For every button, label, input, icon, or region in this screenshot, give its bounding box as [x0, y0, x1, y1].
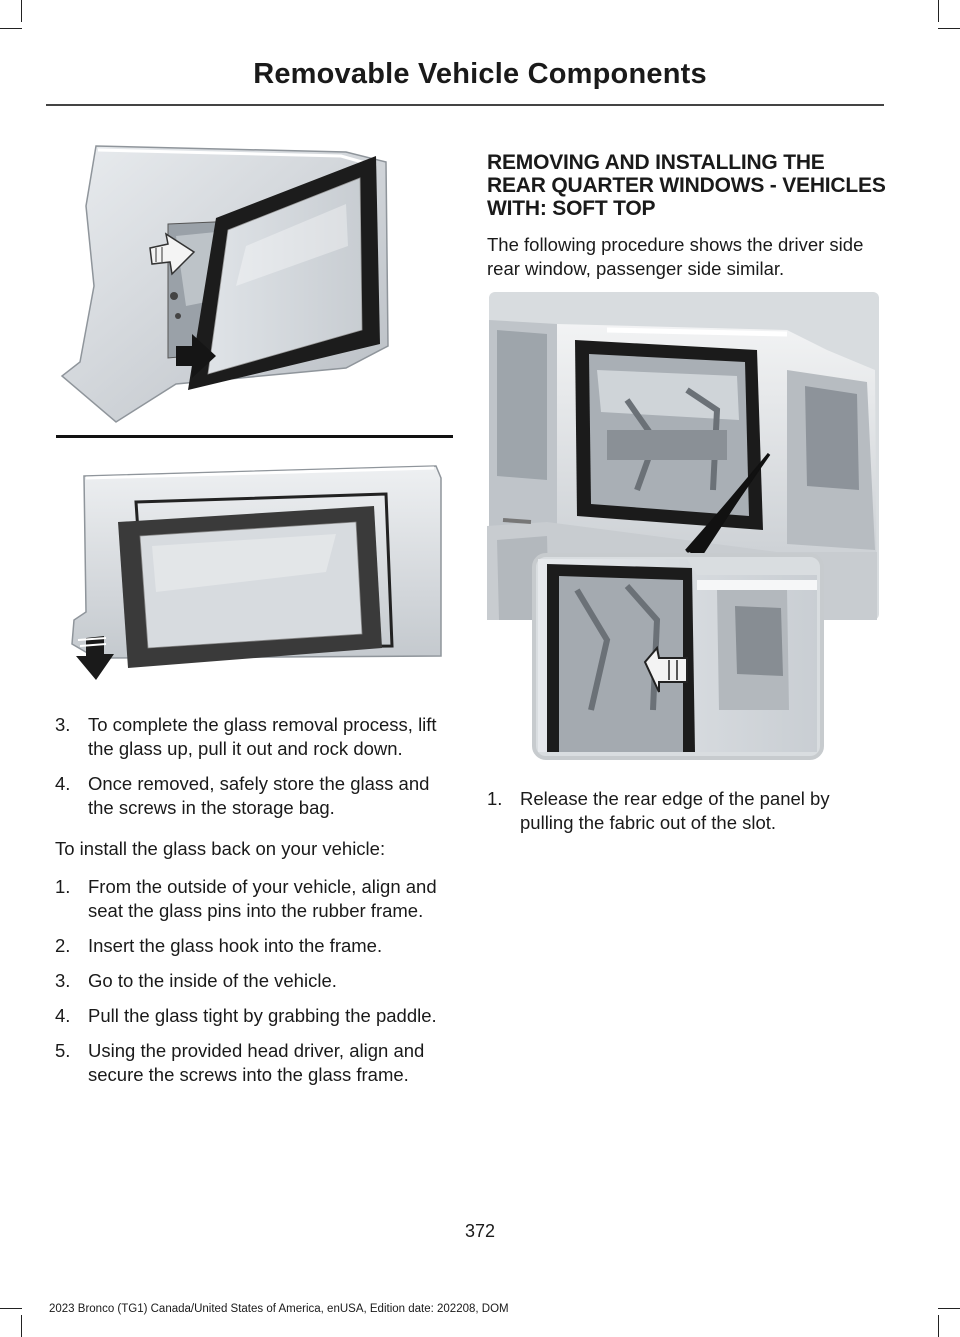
step-number: 3.	[55, 714, 71, 735]
step-text: Once removed, safely store the glass and…	[88, 773, 430, 818]
step-text: Using the provided head driver, align an…	[88, 1040, 425, 1085]
crop-mark	[21, 0, 22, 22]
header-divider	[46, 104, 884, 106]
step-number: 3.	[55, 970, 71, 991]
step-text: From the outside of your vehicle, align …	[88, 876, 437, 921]
crop-mark	[938, 1315, 939, 1337]
step-text: Go to the inside of the vehicle.	[88, 970, 337, 991]
list-item: 3. Go to the inside of the vehicle.	[55, 969, 455, 993]
page-number: 372	[464, 1221, 496, 1241]
step-number: 4.	[55, 1005, 71, 1026]
page-title: Removable Vehicle Components	[253, 58, 707, 90]
list-item: 3. To complete the glass removal process…	[55, 713, 455, 761]
glass-removal-illustration-bottom	[71, 465, 442, 680]
section-intro: The following procedure shows the driver…	[487, 234, 864, 279]
soft-top-steps-list: 1. Release the rear edge of the panel by…	[487, 787, 887, 835]
list-item: 4. Pull the glass tight by grabbing the …	[55, 1004, 455, 1028]
step-number: 4.	[55, 773, 71, 794]
removal-steps-list: 3. To complete the glass removal process…	[55, 713, 455, 831]
step-text: Release the rear edge of the panel by pu…	[520, 788, 830, 833]
list-item: 2. Insert the glass hook into the frame.	[55, 934, 455, 958]
section-heading: REMOVING AND INSTALLING THE REAR QUARTER…	[487, 151, 886, 220]
step-number: 5.	[55, 1040, 71, 1061]
soft-top-rear-window-illustration	[487, 292, 879, 760]
crop-mark	[21, 1315, 22, 1337]
list-item: 1. From the outside of your vehicle, ali…	[55, 875, 455, 923]
glass-removal-illustration-top	[60, 145, 389, 423]
step-text: Pull the glass tight by grabbing the pad…	[88, 1005, 437, 1026]
step-number: 2.	[55, 935, 71, 956]
list-item: 1. Release the rear edge of the panel by…	[487, 787, 887, 835]
edition-footer: 2023 Bronco (TG1) Canada/United States o…	[49, 1303, 509, 1315]
step-number: 1.	[487, 788, 503, 809]
crop-mark	[938, 28, 960, 29]
crop-mark	[0, 1308, 22, 1309]
crop-mark	[938, 0, 939, 22]
figure-divider	[56, 435, 453, 438]
install-steps-list: 1. From the outside of your vehicle, ali…	[55, 875, 455, 1098]
step-number: 1.	[55, 876, 71, 897]
list-item: 4. Once removed, safely store the glass …	[55, 772, 455, 820]
crop-mark	[938, 1308, 960, 1309]
crop-mark	[0, 28, 22, 29]
step-text: Insert the glass hook into the frame.	[88, 935, 383, 956]
list-item: 5. Using the provided head driver, align…	[55, 1039, 455, 1087]
install-intro: To install the glass back on your vehicl…	[55, 838, 386, 859]
step-text: To complete the glass removal process, l…	[88, 714, 437, 759]
